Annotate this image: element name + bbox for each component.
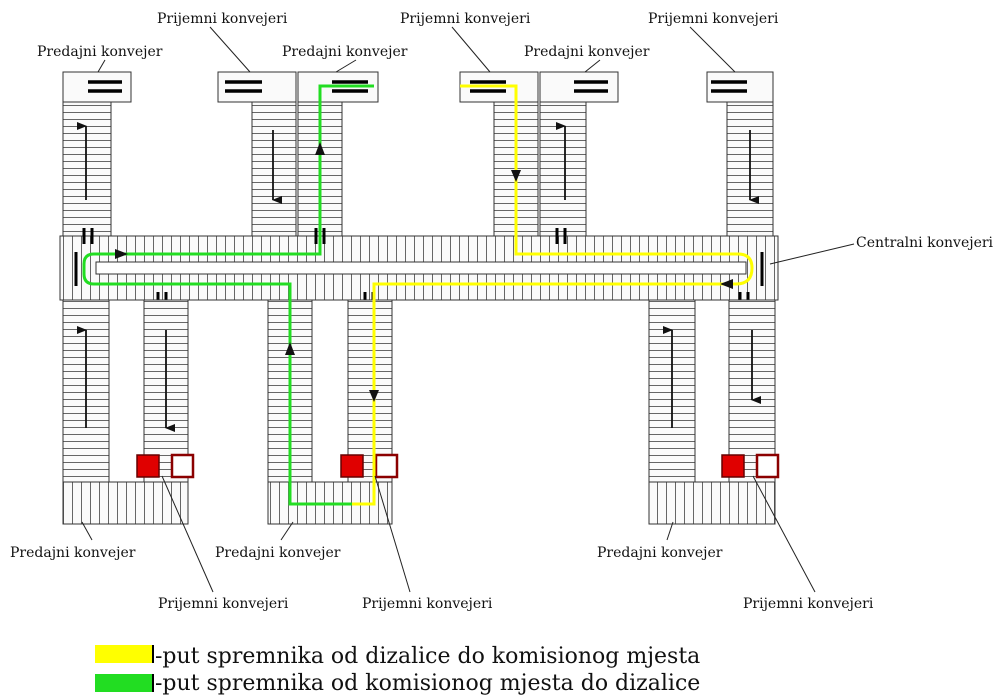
head-bottom-1 <box>62 481 189 525</box>
head-top-6 <box>706 71 774 103</box>
label-predajni-bottom-3: Predajni konvejer <box>597 545 723 561</box>
sensor-marks-top <box>88 80 747 93</box>
label-prijemni-top-2: Prijemni konvejeri <box>400 11 531 27</box>
path-arrows <box>115 142 733 402</box>
label-prijemni-top-3: Prijemni konvejeri <box>648 11 779 27</box>
head-top-5 <box>539 71 619 103</box>
conveyor-upper-1 <box>62 101 112 237</box>
label-predajni-bottom-2: Predajni konvejer <box>215 545 341 561</box>
legend-text-yellow: -put spremnika od dizalice do komisionog… <box>155 644 700 669</box>
station-white-3 <box>755 453 780 479</box>
lower-conveyors <box>62 299 776 483</box>
yellow-path <box>320 84 754 506</box>
upper-conveyors <box>62 101 774 237</box>
conveyor-upper-2 <box>251 101 297 237</box>
station-red-1 <box>136 454 160 478</box>
station-white-1 <box>170 453 195 479</box>
legend-swatch-green <box>95 674 153 692</box>
label-centralni: Centralni konvejeri <box>856 235 994 251</box>
label-prijemni-bottom-1: Prijemni konvejeri <box>158 596 289 612</box>
bottom-heads <box>62 481 776 525</box>
leader-lines <box>81 26 855 593</box>
label-prijemni-bottom-3: Prijemni konvejeri <box>743 596 874 612</box>
picking-stations <box>136 453 780 479</box>
label-predajni-top-3: Predajni konvejer <box>524 44 650 60</box>
label-predajni-bottom-1: Predajni konvejer <box>10 545 136 561</box>
green-path <box>82 84 374 506</box>
legend-swatch-yellow <box>95 645 153 663</box>
station-white-2 <box>374 453 399 479</box>
label-prijemni-top-1: Prijemni konvejeri <box>157 11 288 27</box>
legend-text-green: -put spremnika od komisionog mjesta do d… <box>155 671 700 695</box>
legend: -put spremnika od dizalice do komisionog… <box>95 644 700 695</box>
central-conveyor <box>59 235 779 301</box>
station-red-3 <box>721 454 745 478</box>
head-top-1 <box>62 71 132 103</box>
station-red-2 <box>340 454 364 478</box>
label-prijemni-bottom-2: Prijemni konvejeri <box>362 596 493 612</box>
label-predajni-top-2: Predajni konvejer <box>282 44 408 60</box>
labels: Prijemni konvejeri Prijemni konvejeri Pr… <box>10 11 994 612</box>
top-heads <box>62 71 774 103</box>
direction-arrows <box>77 122 761 432</box>
label-predajni-top-1: Predajni konvejer <box>37 44 163 60</box>
head-bottom-3 <box>648 481 776 525</box>
conveyor-upper-5 <box>539 101 587 237</box>
head-top-2 <box>217 71 297 103</box>
